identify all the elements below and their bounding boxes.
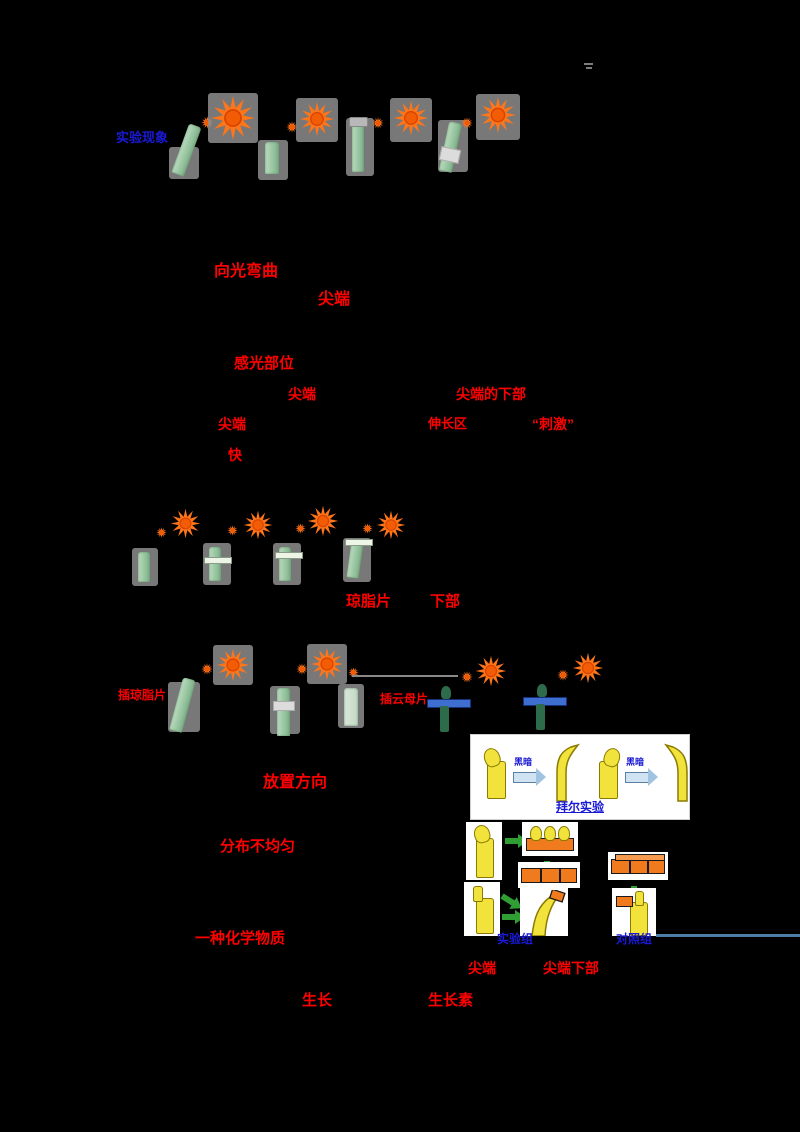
sun-icon	[210, 95, 256, 141]
scan-artifact	[586, 67, 592, 69]
agar-block-icon	[521, 868, 577, 883]
answer-light-sensing-part: 感光部位	[234, 355, 295, 372]
opaque-cap-icon	[349, 117, 368, 127]
sun-icon	[572, 652, 604, 684]
baeyer-caption: 拜尔实验	[555, 800, 604, 814]
sun-icon	[376, 510, 406, 540]
went-card-decapitated	[464, 882, 500, 936]
agar-sheet-icon	[345, 539, 373, 546]
answer-auxin: 生长素	[428, 992, 474, 1009]
experiment-group-caption: 实验组	[497, 932, 534, 946]
seedling-icon	[138, 552, 150, 582]
sun-icon	[216, 648, 250, 682]
sun-icon	[479, 96, 517, 134]
mica-sheet-icon	[427, 699, 471, 708]
seedling-icon	[209, 547, 221, 581]
small-sun-icon	[295, 523, 306, 534]
seedling-icon	[536, 704, 545, 730]
went-card-tips-on-agar	[522, 822, 578, 856]
seedling-icon	[277, 688, 290, 736]
baeyer-inset: 黑暗 黑暗 拜尔实验	[470, 734, 690, 820]
answer-below-tip-2: 尖端下部	[543, 960, 599, 976]
seedling-icon	[352, 122, 364, 172]
coleoptile-icon	[476, 898, 494, 934]
bent-coleoptile-icon	[665, 744, 688, 802]
sun-icon	[307, 505, 339, 537]
agar-sheet-icon	[275, 552, 303, 559]
control-group-caption: 对照组	[616, 932, 653, 946]
answer-elongation-zone: 伸长区	[428, 416, 468, 431]
answer-placement-direction: 放置方向	[263, 774, 328, 791]
dark-label: 黑暗	[514, 757, 533, 767]
sun-icon	[170, 508, 201, 539]
green-arrow-icon	[505, 834, 528, 848]
small-sun-icon	[372, 117, 384, 129]
small-sun-icon	[461, 671, 473, 683]
sun-icon	[299, 101, 335, 137]
answer-lower-part: 下部	[430, 593, 461, 610]
divider-line	[656, 934, 800, 937]
answer-tip-2: 尖端	[288, 386, 316, 402]
agar-block-icon	[615, 854, 665, 861]
coleoptile-stub-icon	[473, 886, 483, 902]
arrow-icon	[625, 768, 658, 786]
seedling-icon	[440, 706, 449, 732]
answer-chemical-substance: 一种化学物质	[195, 930, 286, 947]
seedling-icon	[344, 688, 358, 726]
green-arrow-icon	[502, 910, 525, 924]
small-sun-icon	[156, 527, 167, 538]
agar-block-icon	[616, 896, 633, 907]
small-sun-icon	[362, 523, 373, 534]
agar-sheet-icon	[273, 701, 295, 711]
sun-icon	[243, 510, 273, 540]
small-sun-icon	[201, 663, 213, 675]
answer-tip: 尖端	[318, 291, 351, 308]
coleoptile-tip-icon	[537, 684, 547, 697]
sun-icon	[475, 655, 507, 687]
small-sun-icon	[461, 117, 473, 129]
went-card-plain-agar	[608, 852, 668, 880]
row3-right-label: 插云母片	[380, 692, 429, 706]
coleoptile-tip-icon	[530, 826, 542, 841]
answer-bend: 向光弯曲	[214, 263, 279, 280]
coleoptile-tip-icon	[558, 826, 570, 841]
answer-tip-3: 尖端	[218, 416, 246, 432]
went-card-control-result	[612, 888, 656, 936]
connector-line	[352, 675, 458, 677]
row3-left-label: 插琼脂片	[118, 688, 167, 702]
coleoptile-stub-icon	[635, 891, 644, 906]
answer-below-tip: 尖端的下部	[456, 386, 526, 402]
row1-caption: 实验现象	[116, 130, 169, 145]
small-sun-icon	[227, 525, 238, 536]
green-arrow-icon	[500, 893, 516, 906]
sun-icon	[310, 647, 344, 681]
went-card-bent-result	[520, 888, 568, 936]
answer-uneven-distribution: 分布不均匀	[220, 838, 296, 855]
went-card-intact	[466, 822, 502, 880]
went-card-agar-blocks	[518, 862, 580, 888]
dark-label: 黑暗	[626, 757, 645, 767]
scan-artifact	[584, 63, 593, 65]
sun-icon	[393, 100, 429, 136]
mica-sheet-icon	[523, 697, 567, 706]
answer-growth: 生长	[302, 992, 333, 1009]
answer-agar-sheet: 琼脂片	[346, 593, 392, 610]
agar-block-icon	[611, 859, 665, 874]
seedling-icon	[265, 142, 279, 174]
agar-sheet-icon	[204, 557, 232, 564]
bent-coleoptile-icon	[531, 890, 566, 936]
bent-coleoptile-icon	[556, 744, 579, 802]
answer-faster: 快	[228, 447, 242, 463]
answer-tip-4: 尖端	[468, 960, 496, 976]
coleoptile-tip-icon	[544, 826, 556, 841]
coleoptile-tip-icon	[441, 686, 451, 699]
small-sun-icon	[557, 669, 569, 681]
arrow-icon	[513, 768, 546, 786]
coleoptile-icon	[630, 902, 648, 936]
coleoptile-icon	[476, 838, 494, 878]
answer-stimulus: “刺激”	[532, 416, 574, 432]
